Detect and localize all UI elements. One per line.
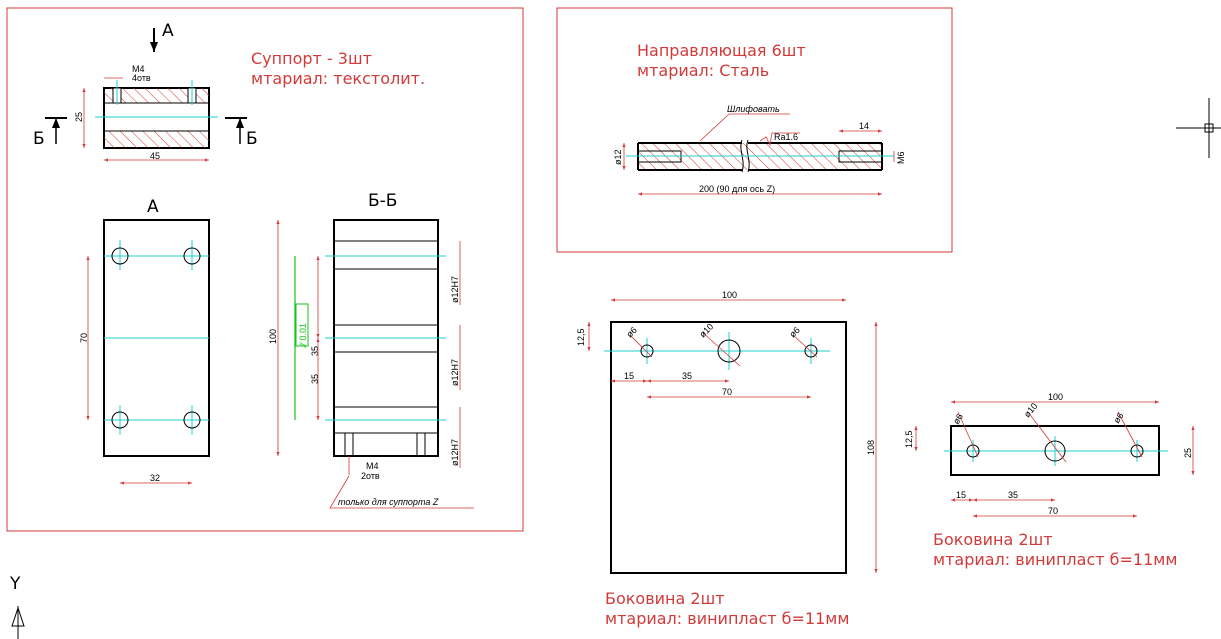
small-dim-100: 100	[1048, 392, 1063, 402]
small-dim-70: 70	[1048, 506, 1058, 516]
section-left-label: Б	[33, 129, 45, 149]
small-hole-2: ø10	[1022, 401, 1040, 419]
large-hole-1-leader	[629, 334, 653, 358]
fit-3-label: ø12H7	[450, 439, 460, 466]
dim-35b: 35	[310, 374, 320, 384]
small-hole-3-leader	[1117, 411, 1143, 458]
fit-2-label: ø12H7	[450, 359, 460, 386]
dim-32: 32	[150, 473, 160, 483]
support-title: Суппорт - 3шт	[251, 49, 372, 68]
large-dim-70: 70	[722, 387, 732, 397]
large-hole-3: ø6	[787, 325, 802, 340]
large-dim-12-5: 12,5	[576, 328, 586, 346]
view-a-arrow-head	[150, 42, 158, 52]
fit-1-label: ø12H7	[450, 276, 460, 303]
side-panel-small	[944, 425, 1168, 476]
large-dim-35: 35	[682, 371, 692, 381]
support-material: мтариал: текстолит.	[251, 69, 425, 88]
side-small-material: мтариал: винипласт б=11мм	[933, 550, 1177, 569]
ucs-y-label: Y	[9, 574, 21, 594]
support-sheet-frame	[6, 7, 524, 532]
side-panel-large	[604, 321, 847, 574]
side-large-material: мтариал: винипласт б=11мм	[605, 609, 849, 628]
section-right-arrow-head	[236, 118, 244, 128]
large-dim-15: 15	[624, 371, 634, 381]
section-title: Б-Б	[368, 191, 397, 211]
large-dim-108: 108	[866, 440, 876, 455]
dim-25: 25	[74, 112, 84, 122]
small-hole-1-leader	[957, 411, 979, 458]
roughness-label: Ra1.6	[774, 132, 798, 142]
small-dim-25: 25	[1183, 448, 1193, 458]
crosshair-cursor-icon	[1176, 98, 1221, 158]
small-dim-12-5: 12,5	[904, 430, 914, 448]
bottom-thread-label: М4	[366, 461, 379, 471]
guide-dim-14: 14	[859, 121, 869, 131]
large-hole-2: ø10	[697, 321, 715, 339]
support-top-view	[95, 80, 218, 149]
support-section-view	[325, 219, 446, 457]
large-dim-100: 100	[722, 290, 737, 300]
small-dim-15: 15	[956, 490, 966, 500]
large-hole-2-leader	[701, 331, 741, 367]
section-left-arrow-head	[52, 118, 60, 128]
grind-leader	[699, 113, 790, 142]
guide-rod	[626, 139, 894, 173]
note-leader	[329, 475, 474, 509]
small-hole-2-leader	[1027, 411, 1067, 463]
large-hole-1: ø6	[624, 325, 639, 340]
guide-dim-m6: М6	[896, 151, 906, 164]
ucs-icon: Y	[9, 574, 25, 639]
section-right-label: Б	[246, 129, 258, 149]
tolerance-label: ⁄⁄ 0.01	[298, 323, 308, 348]
small-dim-35: 35	[1008, 490, 1018, 500]
guide-title: Направляющая 6шт	[637, 41, 806, 60]
small-hole-1: ø6	[951, 412, 965, 426]
view-a-label: А	[147, 197, 159, 217]
support-z-note: только для суппорта Z	[338, 497, 439, 507]
roughness-symbol	[759, 132, 800, 147]
small-hole-3: ø6	[1111, 411, 1125, 425]
view-a-arrow-label: А	[162, 21, 174, 41]
dim-70: 70	[79, 333, 89, 343]
guide-dim-200: 200 (90 для ось Z)	[699, 184, 775, 194]
dim-35a: 35	[310, 346, 320, 356]
top-thread-label: М4	[132, 64, 145, 74]
dim-100: 100	[268, 329, 278, 344]
side-large-title: Боковина 2шт	[605, 589, 725, 608]
dim-45: 45	[150, 151, 160, 161]
tolerance-frame	[295, 303, 309, 347]
large-hole-3-leader	[792, 334, 818, 358]
top-thread-count: 4отв	[132, 73, 151, 83]
support-view-a	[103, 219, 210, 457]
guide-dim-d12: ø12	[613, 149, 623, 165]
guide-material: мтариал: Сталь	[637, 61, 769, 80]
bottom-thread-count: 2отв	[361, 471, 380, 481]
guide-sheet-frame	[556, 7, 953, 253]
grind-note: Шлифовать	[727, 104, 780, 114]
side-small-title: Боковина 2шт	[933, 530, 1053, 549]
